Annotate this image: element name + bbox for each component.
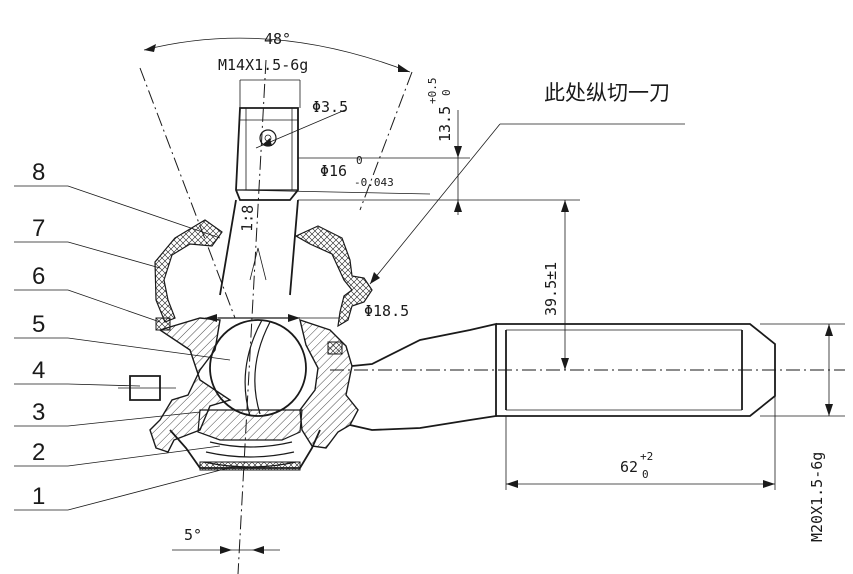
housing-right [299,318,359,449]
boot-left [154,219,223,323]
length-tol-lower: 0 [642,468,649,481]
taper-label: 1:8 [238,204,257,232]
ball-sphere [209,319,307,417]
bearing-seat [197,409,303,441]
ball-cut [244,319,263,417]
part-number-6: 6 [32,263,45,290]
height-label: 13.5 [436,106,454,142]
part-number-2: 2 [32,439,45,466]
spring-seat [169,409,321,471]
axis-centerline [237,59,267,574]
thread-right-label: M20X1.5-6g [808,452,826,542]
height-tol-lower: 0 [440,89,453,96]
taper-arrow [249,247,267,281]
shaft-dia-line [235,189,431,195]
angle-top-label: 48° [264,30,291,48]
tie-rod-shaft [496,323,776,417]
angle-line-right [359,71,413,211]
stud-taper [219,199,299,296]
part-leaders [14,185,237,511]
housing [118,317,497,453]
ball-dia-label: Φ18.5 [364,302,409,320]
shaft-dia-tol-upper: 0 [356,154,363,167]
angle-line-left [139,67,236,319]
angle-bottom-label: 5° [184,526,202,544]
ball [209,317,307,417]
dust-boot [154,219,373,355]
part-number-1: 1 [32,483,45,510]
stud-thread-section [235,107,299,201]
thread-top-label: M14X1.5-6g [218,56,308,74]
shaft-outline [496,323,776,417]
labels: 48° M14X1.5-6g Φ3.5 Φ16 0 -0.043 1:8 13.… [32,30,826,544]
note-leader [369,123,685,285]
vertical-dist-label: 39.5±1 [542,262,560,316]
hole-dia-label: Φ3.5 [312,98,348,116]
length-tol-upper: +2 [640,450,653,463]
part-number-4: 4 [32,357,45,384]
grease-plug [129,375,161,401]
shaft-dia-label: Φ16 [320,162,347,180]
cotter-hole [259,129,277,147]
part-number-3: 3 [32,399,45,426]
part-number-7: 7 [32,215,45,242]
ball-stud [219,107,299,296]
part-number-5: 5 [32,311,45,338]
dimension-lines [143,37,845,554]
part-number-8: 8 [32,159,45,186]
shaft-dia-tol-lower: -0.043 [354,176,394,189]
cut-note: 此处纵切一刀 [544,81,670,105]
length-label: 62 [620,458,638,476]
housing-arm [349,322,497,431]
height-tol-upper: +0.5 [426,78,439,105]
angle-48-arc [143,37,411,73]
boot-right [294,225,373,328]
